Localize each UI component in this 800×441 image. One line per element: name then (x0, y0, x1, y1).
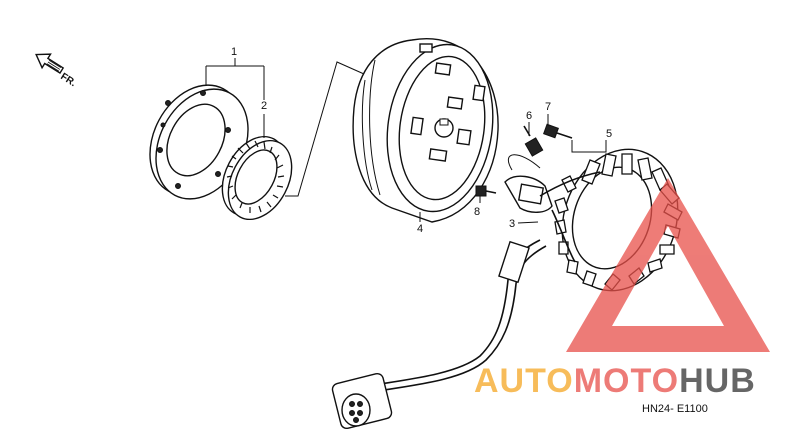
wire-connector (331, 372, 393, 430)
callout-7: 7 (545, 101, 551, 113)
callout-2: 2 (261, 100, 267, 112)
part-8-bolt (475, 185, 497, 197)
watermark-text-hub: HUB (679, 362, 756, 400)
diagram-code: HN24- E1100 (642, 403, 708, 415)
part-6-bolt (523, 125, 544, 157)
callout-5: 5 (606, 128, 612, 140)
callout-8: 8 (474, 206, 480, 218)
front-direction-indicator: FR. (35, 53, 78, 89)
watermark-logo: AUTOMOTOHUB (474, 178, 770, 400)
front-direction-label: FR. (58, 71, 78, 89)
part-1-clutch-plate (149, 84, 249, 200)
svg-text:AUTOMOTOHUB: AUTOMOTOHUB (474, 362, 756, 400)
part-3-pulse-generator (504, 154, 601, 213)
callout-6: 6 (526, 110, 532, 122)
part-4-flywheel (352, 38, 499, 223)
callout-1: 1 (231, 46, 237, 58)
watermark-text-auto: AUTO (474, 362, 574, 400)
watermark-text-moto: MOTO (574, 362, 679, 400)
callout-4: 4 (417, 223, 423, 235)
direction-arrow-icon (35, 53, 65, 74)
leader-lines (205, 58, 607, 224)
warning-triangle-icon (566, 178, 770, 352)
part-2-one-way-clutch (221, 135, 293, 221)
wire-harness (379, 209, 576, 391)
part-7-bolt (543, 123, 573, 139)
callout-3: 3 (509, 218, 515, 230)
